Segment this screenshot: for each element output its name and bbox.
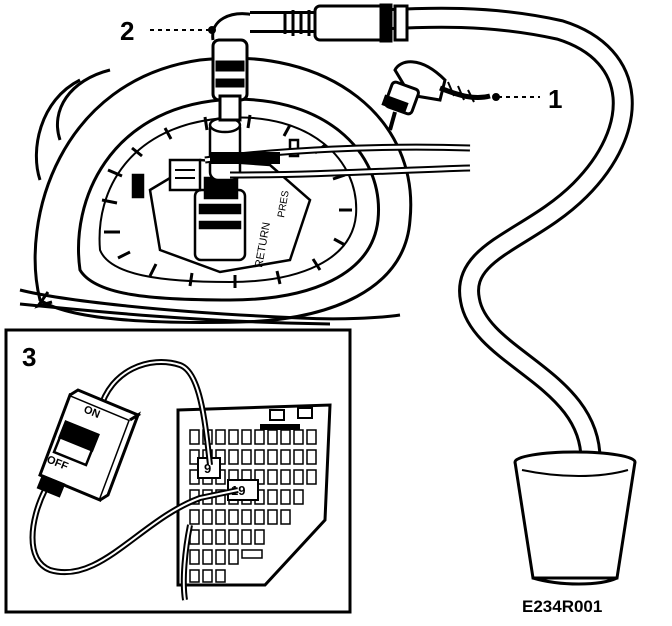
callout-leaders bbox=[150, 26, 540, 101]
switch-on-label: ON bbox=[82, 404, 102, 421]
figure-code: E234R001 bbox=[522, 597, 602, 616]
fuse-label-9: 9 bbox=[204, 461, 211, 476]
fuse-label-19: 19 bbox=[231, 483, 245, 498]
pump-leads bbox=[204, 143, 471, 179]
hose-connector bbox=[381, 60, 491, 131]
callout-2: 2 bbox=[120, 16, 134, 46]
switch-cables bbox=[29, 359, 239, 601]
fuel-pump-unit bbox=[131, 116, 312, 274]
collection-container bbox=[513, 450, 637, 586]
tank-edge bbox=[19, 68, 401, 326]
callout-1: 1 bbox=[548, 84, 562, 114]
pressure-marking: PRES bbox=[276, 189, 292, 218]
drain-hose bbox=[250, 3, 634, 492]
callout-3: 3 bbox=[22, 342, 36, 372]
fuse-box bbox=[176, 403, 332, 587]
test-switch bbox=[36, 388, 142, 502]
